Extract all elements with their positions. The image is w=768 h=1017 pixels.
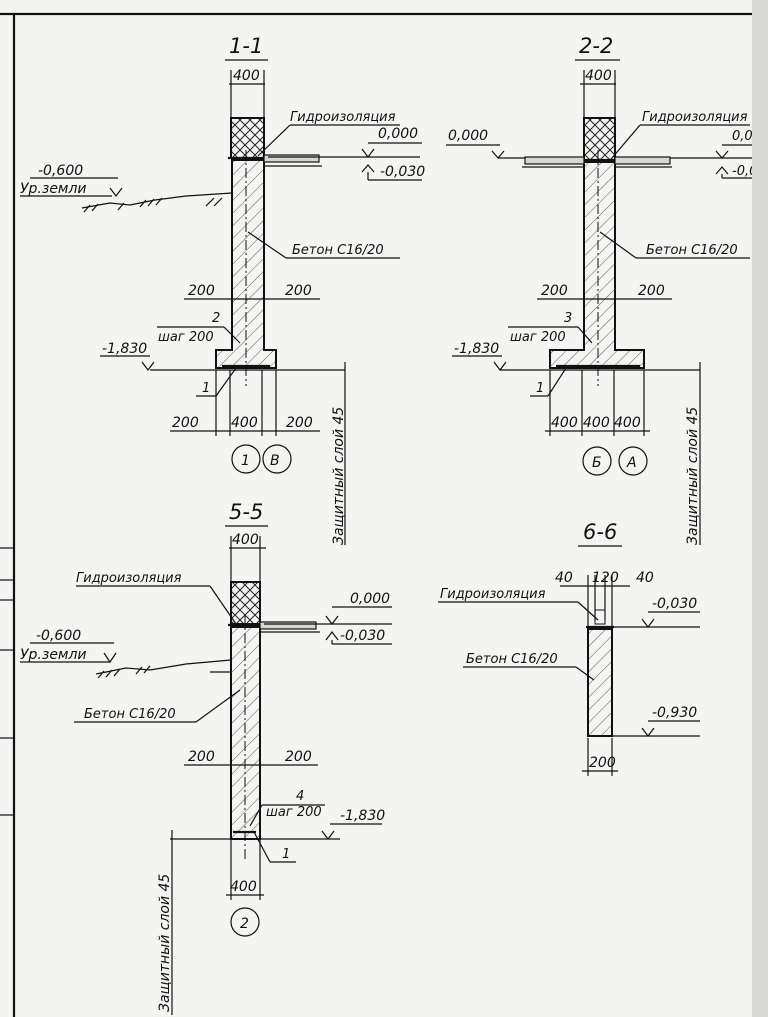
side-left-dim: 200	[188, 283, 215, 299]
rebar-step: шаг 200	[510, 330, 566, 345]
cover-label: Защитный слой 45	[331, 407, 347, 545]
top-dim-left: 40	[555, 570, 573, 586]
ground-level-mark: -0,600	[38, 163, 83, 179]
base-dim-center: 400	[231, 415, 258, 431]
axis-marker	[582, 446, 612, 476]
cover-label: Защитный слой 45	[157, 874, 173, 1012]
waterproofing-label: Гидроизоляция	[642, 110, 748, 125]
ground-label: Ур.земли	[20, 647, 87, 663]
brick-masonry	[583, 117, 616, 161]
top-width-dim: 400	[585, 68, 612, 84]
axis-label: 1	[241, 453, 250, 469]
side-left-dim: 200	[541, 283, 568, 299]
top-width-dim: 400	[233, 68, 260, 84]
section-5-5: 5-5 400 Гидроизоляция 0,000 -0,030 -0,60…	[20, 500, 392, 1015]
waterproofing-label: Гидроизоляция	[440, 587, 546, 602]
concrete-label: Бетон С16/20	[466, 652, 558, 667]
concrete-wall	[587, 628, 613, 737]
base-dim: 200	[589, 755, 616, 771]
ground-line	[81, 192, 233, 209]
base-dim-right: 200	[286, 415, 313, 431]
side-left-dim: 200	[188, 749, 215, 765]
concrete-label: Бетон С16/20	[646, 243, 738, 258]
concrete-label: Бетон С16/20	[84, 707, 176, 722]
base-dim: 400	[230, 879, 257, 895]
rebar-step: шаг 200	[158, 330, 214, 345]
side-right-dim: 200	[285, 749, 312, 765]
section-title: 5-5	[229, 500, 263, 524]
side-right-dim: 200	[285, 283, 312, 299]
side-right-dim: 200	[638, 283, 665, 299]
base-dim-right: 400	[614, 415, 641, 431]
ground-line	[95, 659, 232, 675]
bottom-rebar-mark: 1	[536, 381, 544, 396]
floor-level-left-mark: 0,000	[448, 128, 488, 144]
section-1-1: 1-1 400 Гидроизоляция 0,000 -0,030	[20, 34, 425, 545]
footing-level-mark: -1,830	[340, 808, 385, 824]
cover-label: Защитный слой 45	[685, 407, 701, 545]
axis-marker	[231, 444, 261, 474]
axis-marker	[262, 444, 292, 474]
rebar-step: шаг 200	[266, 805, 322, 820]
section-title: 2-2	[579, 34, 613, 58]
base-dim-left: 200	[172, 415, 199, 431]
floor-level-mark: 0,000	[378, 126, 418, 142]
axis-marker	[618, 446, 648, 476]
section-title: 1-1	[229, 34, 263, 58]
top-dim-right: 40	[636, 570, 654, 586]
floor-level-mark: 0,000	[350, 591, 390, 607]
bottom-level-mark: -0,930	[652, 705, 697, 721]
floor-level-low-mark: -0,030	[340, 628, 385, 644]
floor-level-low-mark: -0,030	[380, 164, 425, 180]
sheet-frame	[0, 12, 768, 1017]
footing-level-mark: -1,830	[454, 341, 499, 357]
axis-label: 2	[240, 916, 249, 932]
base-dim-left: 400	[551, 415, 578, 431]
bottom-rebar-mark: 1	[202, 381, 210, 396]
section-2-2: 2-2 400 Гидроизоляция 0,000 0,000 -0,030	[446, 34, 768, 545]
axis-marker	[230, 907, 260, 937]
rebar-mark: 3	[564, 311, 572, 326]
page-edge	[752, 0, 768, 1017]
top-level-mark: -0,030	[652, 596, 697, 612]
rebar-mark: 4	[296, 789, 304, 804]
ground-label: Ур.земли	[20, 181, 87, 197]
top-width-dim: 400	[232, 532, 259, 548]
axis-label: Б	[592, 455, 602, 471]
concrete-label: Бетон С16/20	[292, 243, 384, 258]
axis-label: А	[626, 455, 637, 471]
waterproofing-label: Гидроизоляция	[290, 110, 396, 125]
section-6-6: 6-6 40 120 40 Гидроизоляция -0,030 Бетон…	[438, 520, 700, 776]
brick-masonry	[230, 117, 265, 159]
footing-level-mark: -1,830	[102, 341, 147, 357]
bottom-rebar-mark: 1	[282, 847, 290, 862]
axis-label: В	[270, 453, 280, 469]
waterproofing-label: Гидроизоляция	[76, 571, 182, 586]
foundation-wall	[549, 161, 645, 369]
base-dim-center: 400	[583, 415, 610, 431]
section-title: 6-6	[583, 520, 617, 544]
ground-level-mark: -0,600	[36, 628, 81, 644]
rebar-mark: 2	[212, 311, 220, 326]
top-dim-center: 120	[592, 570, 619, 586]
